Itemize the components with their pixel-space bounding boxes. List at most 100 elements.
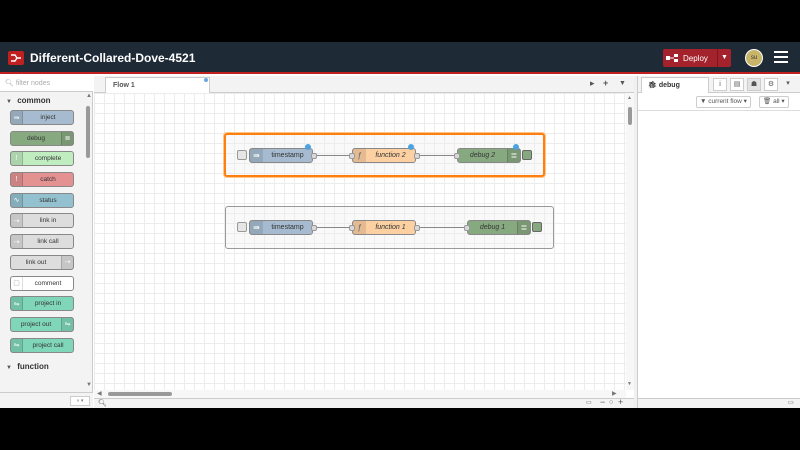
palette-node-comment[interactable]: ▢comment [10,275,74,291]
filter-icon: ▼ [700,98,707,105]
debug-node-1[interactable]: debug 1 ≣ [464,220,531,235]
scroll-down-icon[interactable]: ▼ [86,382,92,388]
search-flows-icon[interactable]: 🔍︎ [98,400,107,407]
palette-node-catch[interactable]: ! catch [10,172,74,188]
palette-node-project-call[interactable]: ⇋project call [10,337,74,353]
config-gear-icon[interactable]: ⚙ [764,78,778,91]
palette-scroll-thumb[interactable] [86,106,90,158]
palette-node-label: catch [40,176,56,184]
debug-filter-select[interactable]: ▼ current flow ▾ [696,96,751,108]
scroll-up-icon[interactable]: ▲ [627,95,632,101]
input-port[interactable] [454,153,460,159]
palette-node-label: project out [20,320,52,328]
palette-node-link-in[interactable]: ⇢link in [10,213,74,229]
palette-category-function[interactable]: ▼ function [6,362,49,372]
palette-node-label: comment [34,279,62,287]
palette-search-input[interactable]: 🔍︎ filter nodes [0,76,93,92]
tab-flow-1[interactable]: Flow 1 [105,77,210,93]
palette-node-debug[interactable]: debug≣ [10,130,74,146]
app-title: Different-Collared-Dove-4521 [30,51,196,65]
palette-node-complete[interactable]: !complete [10,151,74,167]
output-port[interactable] [414,225,420,231]
chevron-down-icon: ▼ [6,99,12,105]
palette-node-icon: ⇢ [11,235,23,249]
function-node-2[interactable]: ƒ function 2 [349,144,420,163]
bug-icon: 🐞︎ [648,82,659,89]
tab-scroll-right-icon[interactable]: ▸ [590,78,595,88]
wire[interactable] [313,155,352,156]
scroll-right-icon[interactable]: ▶ [612,391,617,397]
deploy-button[interactable]: Deploy ▼ [663,49,731,67]
input-port[interactable] [349,225,355,231]
sidebar-splitter[interactable] [634,76,637,408]
info-icon[interactable]: i [713,78,727,91]
palette-node-label: link in [39,217,57,225]
wire[interactable] [313,227,352,228]
palette-scrollbar[interactable]: ▲ ▼ [85,92,92,392]
main-menu-icon[interactable] [774,51,788,63]
inject-button[interactable] [237,150,247,160]
flow-canvas[interactable]: ⇛ timestamp ƒ function 2 debug 2 ≣ [94,93,626,390]
input-port[interactable] [349,153,355,159]
canvas-horizontal-scroll-thumb[interactable] [108,392,172,396]
palette-node-label: debug [26,134,46,142]
palette-list: ▼ common ⇛inject debug≣ !complete! catch ∿st… [0,92,84,392]
palette-category-common[interactable]: ▼ common [6,96,51,105]
palette-node-link-call[interactable]: ⇢ link call [10,234,74,250]
canvas-horizontal-scrollbar[interactable]: ◀ ▶ [94,390,626,398]
output-port[interactable] [311,153,317,159]
palette-node-project-in[interactable]: ⇋project in [10,296,74,312]
palette-node-inject[interactable]: ⇛inject [10,110,74,125]
node-red-logo-icon [8,51,24,65]
palette-node-label: inject [40,114,56,121]
changed-badge [513,144,519,150]
workspace: Flow 1 ▸ + ▼ ⇛ timestamp ƒ [94,76,634,408]
inject-button[interactable] [237,222,247,232]
deploy-label: Deploy [683,53,708,63]
debug-tab-icon[interactable]: ☗ [747,78,761,91]
canvas-vertical-scrollbar[interactable]: ▲ ▼ [626,93,634,390]
sidebar-tab-bar: 🐞︎ debug i ▤ ☗ ⚙ ▾ [638,76,800,93]
zoom-out-icon[interactable]: − [600,397,606,407]
palette-node-icon: ! [11,173,23,187]
palette-node-label: project call [32,341,64,349]
inject-node-timestamp-2[interactable]: ⇛ timestamp [249,144,317,163]
palette-node-label: complete [34,155,62,163]
tab-debug[interactable]: 🐞︎ debug [641,77,709,93]
output-port[interactable] [311,225,317,231]
zoom-reset-icon[interactable]: ○ [609,399,614,406]
canvas-vertical-scroll-thumb[interactable] [628,107,632,125]
help-book-icon[interactable]: ▤ [730,78,744,91]
changed-badge [305,144,311,150]
wire[interactable] [418,227,467,228]
palette-search-placeholder: filter nodes [15,80,51,87]
wire[interactable] [418,155,457,156]
palette-node-icon: ⇋ [11,297,23,311]
debug-toggle-button[interactable] [532,222,542,232]
debug-toggle-button[interactable] [522,150,532,160]
inject-node-timestamp-1[interactable]: ⇛ timestamp [249,220,317,235]
palette-node-label: link call [37,238,59,246]
palette-node-status[interactable]: ∿status [10,192,74,208]
search-icon: 🔍︎ [5,80,14,87]
scroll-up-icon[interactable]: ▲ [86,93,92,99]
zoom-in-icon[interactable]: + [618,397,624,407]
output-port[interactable] [414,153,420,159]
flow-list-dropdown-icon[interactable]: ▼ [619,80,626,87]
popout-window-icon[interactable]: ▭ [788,400,794,406]
palette-node-project-out[interactable]: project out⇋ [10,316,74,332]
input-port[interactable] [464,225,470,231]
user-avatar[interactable]: su [745,49,763,67]
debug-clear-select[interactable]: 🗑︎ all ▾ [759,96,789,108]
deploy-dropdown-icon[interactable]: ▼ [717,49,731,67]
navigator-icon[interactable]: ▭ [586,400,592,406]
palette-collapse-button[interactable]: « ▾ [70,396,90,406]
function-node-1[interactable]: ƒ function 1 [349,220,420,235]
palette-node-label: link out [25,258,47,266]
scroll-down-icon[interactable]: ▼ [627,381,632,387]
scroll-left-icon[interactable]: ◀ [97,391,102,397]
sidebar-dropdown-icon[interactable]: ▾ [786,80,790,87]
debug-node-2[interactable]: debug 2 ≣ [454,144,521,163]
palette-node-link-out[interactable]: link out⇢ [10,254,74,270]
add-flow-icon[interactable]: + [603,78,609,88]
